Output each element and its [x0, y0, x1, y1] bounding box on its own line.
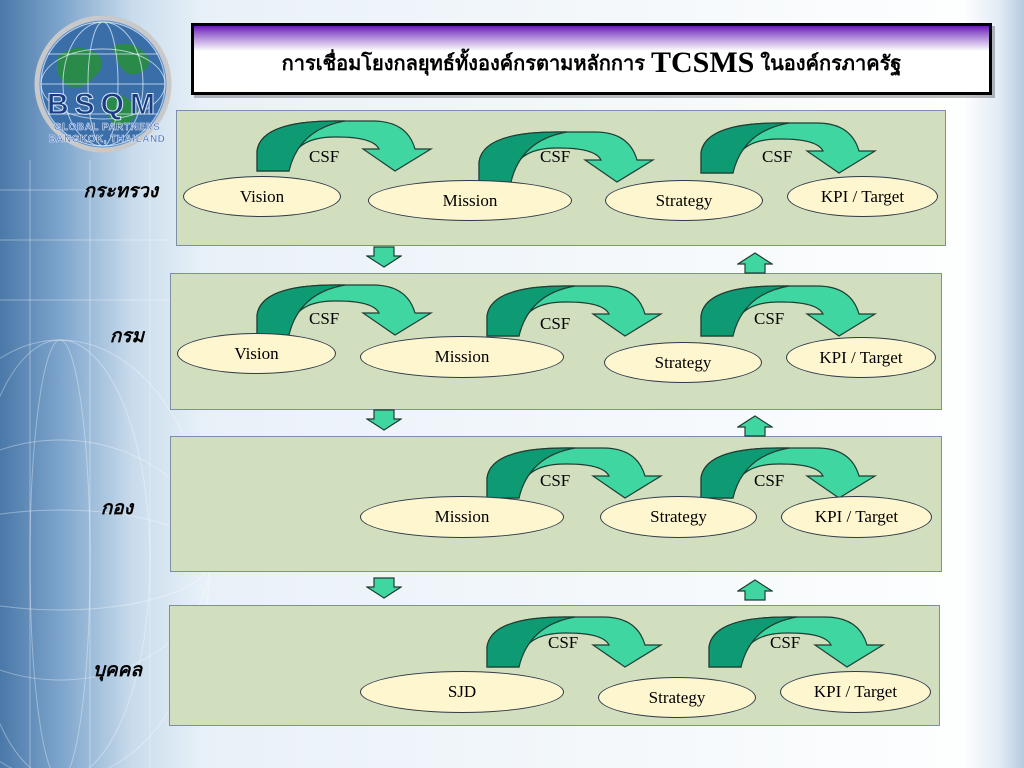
- node-strategy: Strategy: [600, 496, 757, 538]
- title-text-before: การเชื่อมโยงกลยุทธ์ทั้งองค์กรตามหลักการ: [281, 51, 645, 75]
- up-arrow: [737, 579, 773, 601]
- node-mission: Mission: [360, 496, 564, 538]
- node-strategy: Strategy: [604, 342, 762, 383]
- csf-arrow: [486, 285, 664, 337]
- title-acronym: TCSMS: [651, 46, 755, 79]
- csf-arrow: [256, 120, 434, 172]
- node-mission: Mission: [368, 180, 572, 221]
- node-vision: Vision: [177, 333, 336, 374]
- logo-tagline-1: GLOBAL PARTNERS: [53, 122, 161, 134]
- node-kpi-target: KPI / Target: [787, 176, 938, 217]
- node-strategy: Strategy: [598, 677, 756, 718]
- node-kpi-target: KPI / Target: [781, 496, 932, 538]
- csf-label: CSF: [762, 147, 793, 166]
- node-strategy: Strategy: [605, 180, 763, 221]
- csf-label: CSF: [548, 633, 579, 652]
- csf-arrow: [486, 616, 664, 668]
- csf-label: CSF: [754, 309, 785, 328]
- csf-arrow: [478, 131, 656, 183]
- csf-arrow: [700, 122, 878, 174]
- csf-label: CSF: [309, 309, 340, 328]
- node-kpi-target: KPI / Target: [786, 337, 936, 378]
- csf-label: CSF: [309, 147, 340, 166]
- csf-arrow: [486, 447, 664, 499]
- level-label-3: กอง: [100, 497, 133, 519]
- down-arrow: [366, 246, 402, 268]
- title-text-after: ในองค์กรภาครัฐ: [760, 51, 902, 75]
- page-title: การเชื่อมโยงกลยุทธ์ทั้งองค์กรตามหลักการ …: [191, 23, 992, 95]
- node-vision: Vision: [183, 176, 341, 217]
- csf-arrow: [256, 284, 434, 336]
- csf-label: CSF: [540, 147, 571, 166]
- up-arrow: [737, 415, 773, 437]
- logo-wordmark: BSQM: [47, 88, 161, 121]
- csf-label: CSF: [540, 471, 571, 490]
- node-mission: Mission: [360, 336, 564, 378]
- level-label-1: กระทรวง: [83, 180, 158, 202]
- right-edge-strip: [964, 0, 1024, 768]
- logo-tagline-2: BANGKOK, THAILAND: [48, 134, 166, 146]
- level-label-2: กรม: [109, 325, 144, 347]
- down-arrow: [366, 577, 402, 599]
- node-kpi-target: KPI / Target: [780, 671, 931, 713]
- bsqm-logo: BSQM GLOBAL PARTNERS BANGKOK, THAILAND: [22, 12, 182, 160]
- csf-label: CSF: [540, 314, 571, 333]
- csf-arrow: [700, 447, 878, 499]
- csf-label: CSF: [770, 633, 801, 652]
- csf-arrow: [700, 285, 878, 337]
- csf-arrow: [708, 616, 886, 668]
- node-sjd: SJD: [360, 671, 564, 713]
- up-arrow: [737, 252, 773, 274]
- csf-label: CSF: [754, 471, 785, 490]
- down-arrow: [366, 409, 402, 431]
- level-label-4: บุคคล: [92, 659, 142, 681]
- globe-icon: [34, 16, 172, 153]
